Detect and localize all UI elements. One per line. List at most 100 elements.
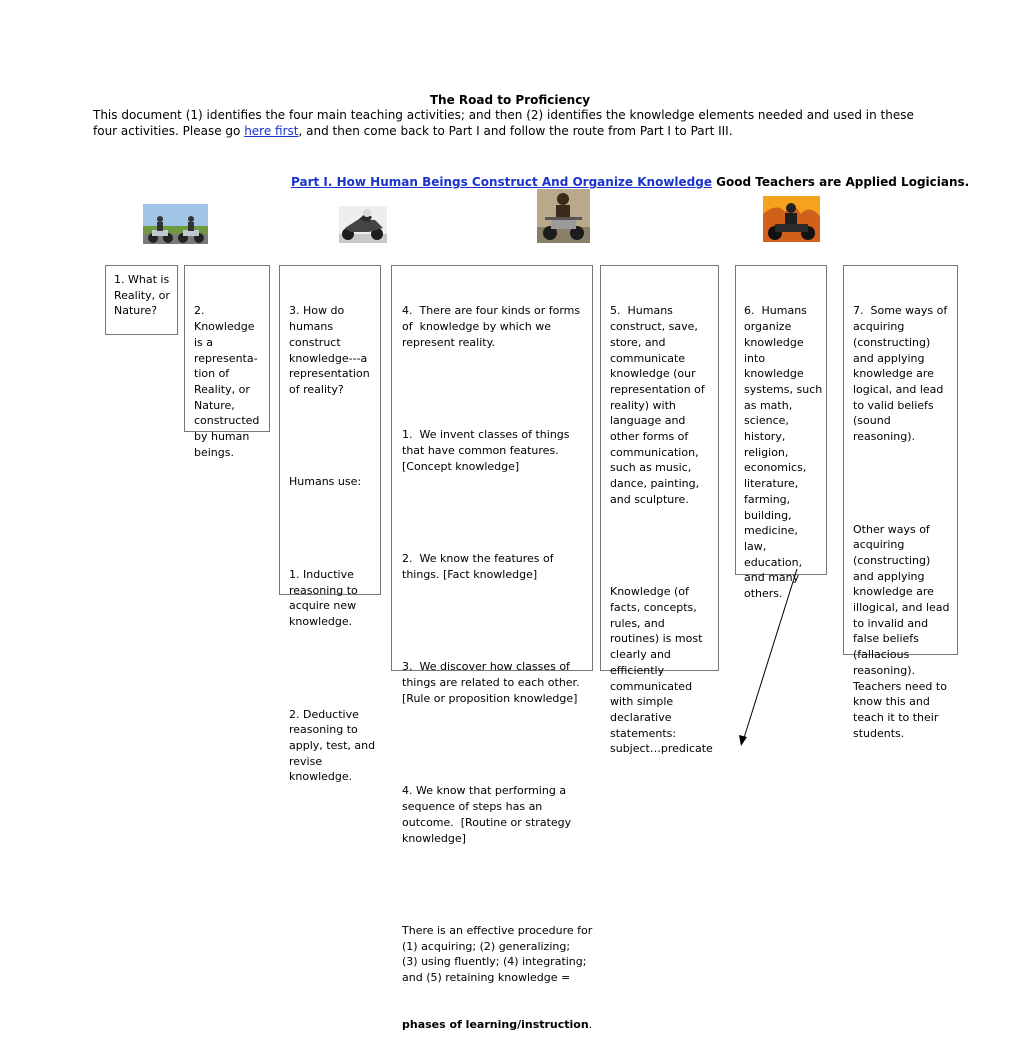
text-line: logical, and lead — [853, 382, 944, 396]
text-line: sequence of steps has an — [402, 800, 543, 814]
text-line: of knowledge by which we — [402, 320, 552, 334]
text-line: history, — [744, 430, 786, 444]
text-line: communicate — [610, 351, 686, 365]
text-line: construct — [289, 335, 341, 349]
text-line: Nature? — [114, 304, 158, 318]
text-line: is a — [194, 335, 214, 349]
text-line: (1) acquiring; (2) generalizing; — [402, 939, 571, 953]
text-line: representation — [289, 367, 370, 381]
text-line: of reality? — [289, 382, 344, 396]
text-line: knowledge---a — [289, 351, 368, 365]
here-first-link[interactable]: here first — [244, 123, 299, 138]
text-line: clearly and — [610, 648, 671, 662]
text-line: rules, and — [610, 616, 665, 630]
text-line: declarative — [610, 710, 672, 724]
text-line: literature, — [744, 477, 799, 491]
text-line: religion, — [744, 445, 789, 459]
text-line: reasoning to — [289, 723, 358, 737]
text-line: knowledge are — [853, 367, 934, 381]
text-line: and many — [744, 571, 800, 585]
text-line: knowledge. — [289, 615, 353, 629]
text-line: representa- — [194, 351, 258, 365]
text-line: store, and — [610, 335, 666, 349]
text-line: knowledge] — [402, 831, 466, 845]
text-line: Knowledge (of — [610, 585, 689, 599]
intro-text: This document (1) identifies the four ma… — [93, 108, 914, 138]
text-line: reasoning). — [853, 663, 916, 677]
text-line: tion of — [194, 367, 230, 381]
text-line: and (5) retaining knowledge = — [402, 971, 571, 985]
text-line: efficiently — [610, 663, 665, 677]
text-line: and sculpture. — [610, 492, 689, 506]
text-line: such as music, — [610, 461, 692, 475]
text-line: acquiring — [853, 320, 905, 334]
text-line: 1. Inductive — [289, 567, 354, 581]
text-line: 4. There are four kinds or forms — [402, 304, 581, 318]
racing-motorcycle-photo — [339, 206, 387, 243]
text-line: know this and — [853, 695, 930, 709]
text-line: things. [Fact knowledge] — [402, 567, 538, 581]
text-line: 1. We invent classes of things — [402, 428, 570, 442]
text-line: 3. We discover how classes of — [402, 660, 570, 674]
text-line: routines) is most — [610, 632, 703, 646]
motorcycle-rider-photo — [537, 189, 590, 243]
text-line: reasoning to — [289, 583, 358, 597]
part-heading-text: Good Teachers are Applied Logicians. — [711, 175, 970, 189]
text-line: 2. We know the features of — [402, 552, 554, 566]
text-line: students. — [853, 726, 905, 740]
text-line: language and — [610, 414, 686, 428]
text-line: things are related to each other. — [402, 676, 580, 690]
text-line: constructed — [194, 414, 260, 428]
text-line: construct, save, — [610, 320, 698, 334]
part-one-link[interactable]: Part I. How Human Beings Construct And O… — [291, 175, 712, 189]
text-line: by human — [194, 430, 250, 444]
text-line: Reality, or — [194, 382, 250, 396]
text-line: 7. Some ways of — [853, 304, 948, 318]
text-line: (constructing) — [853, 335, 931, 349]
text-line: illogical, and lead — [853, 601, 950, 615]
part-heading: Part I. How Human Beings Construct And O… — [291, 175, 969, 189]
text-line: with simple — [610, 695, 674, 709]
text-line: apply, test, and — [289, 738, 376, 752]
text-line: to invalid and — [853, 616, 929, 630]
text-line: (sound — [853, 414, 891, 428]
text-line: (constructing) — [853, 553, 931, 567]
text-line: false beliefs — [853, 632, 919, 646]
text-line: dance, painting, — [610, 477, 700, 491]
text-line: knowledge are — [853, 585, 934, 599]
text-line: that have common features. — [402, 444, 559, 458]
text-line: humans — [289, 320, 334, 334]
text-line: economics, — [744, 461, 807, 475]
text-line: subject…predicate — [610, 742, 713, 756]
text-line: reality) with — [610, 398, 676, 412]
text-line: Knowledge — [194, 320, 255, 334]
text-line: [Concept knowledge] — [402, 459, 520, 473]
text-line: building, — [744, 508, 792, 522]
text-line: (3) using fluently; (4) integrating; — [402, 955, 587, 969]
text-line: reasoning). — [853, 430, 916, 444]
text-line: 2. — [194, 304, 205, 318]
text-line: acquiring — [853, 538, 905, 552]
text-line: Humans use: — [289, 475, 362, 489]
page-title: The Road to Proficiency — [429, 93, 591, 107]
text-line: statements: — [610, 726, 677, 740]
text-line: science, — [744, 414, 789, 428]
text-line: Teachers need to — [853, 679, 947, 693]
text-line: into — [744, 351, 766, 365]
text-line: 6. Humans — [744, 304, 807, 318]
text-line: communicated — [610, 679, 693, 693]
text-line: outcome. [Routine or strategy — [402, 815, 572, 829]
intro-paragraph: This document (1) identifies the four ma… — [93, 108, 923, 139]
text-line: teach it to their — [853, 710, 939, 724]
text-line: knowledge (our — [610, 367, 696, 381]
text-line: Other ways of — [853, 522, 930, 536]
